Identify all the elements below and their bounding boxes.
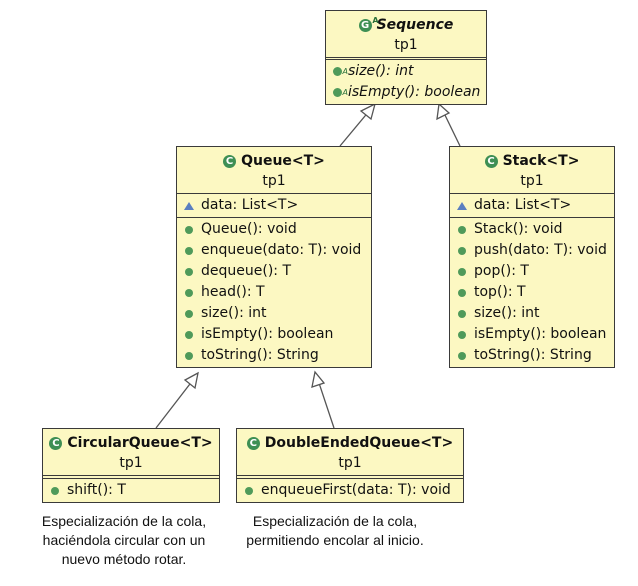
double-extends-queue-arrowhead (311, 370, 326, 388)
public-method-icon (185, 309, 193, 318)
double-ended-queue-header: C DoubleEndedQueue<T> tp1 (237, 429, 463, 475)
stack-extends-sequence-arrowhead (436, 102, 451, 121)
queue-class-box[interactable]: C Queue<T> tp1 data: List<T> Queue(): vo… (176, 146, 372, 368)
class-icon: C (246, 436, 260, 450)
stack-method-constructor[interactable]: Stack(): void (450, 219, 614, 240)
public-method-icon (51, 486, 59, 495)
abstract-method-icon: A (333, 67, 348, 76)
stack-method-push[interactable]: push(dato: T): void (450, 240, 614, 261)
stack-method-isempty[interactable]: isEmpty(): boolean (450, 324, 614, 345)
public-method-icon (458, 225, 466, 234)
package-field-icon (457, 201, 467, 210)
double-ended-queue-method-enqueuefirst[interactable]: enqueueFirst(data: T): void (237, 480, 463, 501)
circular-queue-method-shift[interactable]: shift(): T (43, 480, 219, 501)
double-ended-queue-methods: enqueueFirst(data: T): void (237, 479, 463, 502)
queue-attribute-data[interactable]: data: List<T> (177, 195, 371, 216)
public-method-icon (458, 351, 466, 360)
stack-header: C Stack<T> tp1 (450, 147, 614, 193)
queue-package: tp1 (262, 173, 286, 189)
queue-method-tostring[interactable]: toString(): String (177, 345, 371, 366)
double-ended-queue-package: tp1 (338, 455, 362, 471)
queue-extends-sequence-line (339, 109, 371, 147)
stack-class-name: Stack<T> (502, 153, 580, 169)
public-method-icon (185, 267, 193, 276)
queue-method-head[interactable]: head(): T (177, 282, 371, 303)
stack-class-box[interactable]: C Stack<T> tp1 data: List<T> Stack(): vo… (449, 146, 615, 368)
package-field-icon (184, 201, 194, 210)
stack-method-tostring[interactable]: toString(): String (450, 345, 614, 366)
stack-attributes: data: List<T> (450, 194, 614, 217)
stack-method-size[interactable]: size(): int (450, 303, 614, 324)
class-icon: C (484, 154, 498, 168)
circular-extends-queue-line (155, 379, 194, 429)
circular-queue-class-name: CircularQueue<T> (67, 435, 213, 451)
queue-methods: Queue(): void enqueue(dato: T): void deq… (177, 218, 371, 367)
double-extends-queue-line (317, 379, 335, 429)
stack-methods: Stack(): void push(dato: T): void pop():… (450, 218, 614, 367)
stack-package: tp1 (520, 173, 544, 189)
public-method-icon (458, 246, 466, 255)
queue-attributes: data: List<T> (177, 194, 371, 217)
public-method-icon (245, 486, 253, 495)
public-method-icon (185, 225, 193, 234)
sequence-methods: A size(): int A isEmpty(): boolean (326, 60, 486, 104)
circular-queue-class-box[interactable]: C CircularQueue<T> tp1 shift(): T (42, 428, 220, 503)
public-method-icon (458, 288, 466, 297)
circular-extends-queue-arrowhead (183, 371, 199, 390)
circular-queue-caption: Especialización de la cola, haciéndola c… (41, 513, 207, 567)
public-method-icon (458, 267, 466, 276)
sequence-method-size[interactable]: A size(): int (326, 61, 486, 82)
stack-extends-sequence-line (442, 110, 461, 147)
public-method-icon (458, 309, 466, 318)
public-method-icon (185, 246, 193, 255)
public-method-icon (185, 330, 193, 339)
class-icon: C (223, 154, 237, 168)
class-icon: C (49, 436, 63, 450)
double-ended-queue-class-name: DoubleEndedQueue<T> (264, 435, 454, 451)
double-ended-queue-class-box[interactable]: C DoubleEndedQueue<T> tp1 enqueueFirst(d… (236, 428, 464, 503)
double-ended-queue-caption: Especialización de la cola, permitiendo … (246, 513, 424, 548)
queue-method-dequeue[interactable]: dequeue(): T (177, 261, 371, 282)
queue-method-enqueue[interactable]: enqueue(dato: T): void (177, 240, 371, 261)
stack-method-pop[interactable]: pop(): T (450, 261, 614, 282)
abstract-method-icon: A (333, 88, 348, 97)
queue-class-name: Queue<T> (241, 153, 325, 169)
circular-queue-package: tp1 (119, 455, 143, 471)
circular-queue-methods: shift(): T (43, 479, 219, 502)
queue-extends-sequence-arrowhead (359, 102, 376, 121)
public-method-icon (185, 288, 193, 297)
sequence-class-name: Sequence (376, 17, 454, 33)
public-method-icon (458, 330, 466, 339)
queue-method-constructor[interactable]: Queue(): void (177, 219, 371, 240)
stack-attribute-data[interactable]: data: List<T> (450, 195, 614, 216)
sequence-package: tp1 (394, 37, 418, 53)
public-method-icon (185, 351, 193, 360)
queue-header: C Queue<T> tp1 (177, 147, 371, 193)
queue-method-size[interactable]: size(): int (177, 303, 371, 324)
sequence-method-isempty[interactable]: A isEmpty(): boolean (326, 82, 486, 103)
queue-method-isempty[interactable]: isEmpty(): boolean (177, 324, 371, 345)
stack-method-top[interactable]: top(): T (450, 282, 614, 303)
circular-queue-header: C CircularQueue<T> tp1 (43, 429, 219, 475)
